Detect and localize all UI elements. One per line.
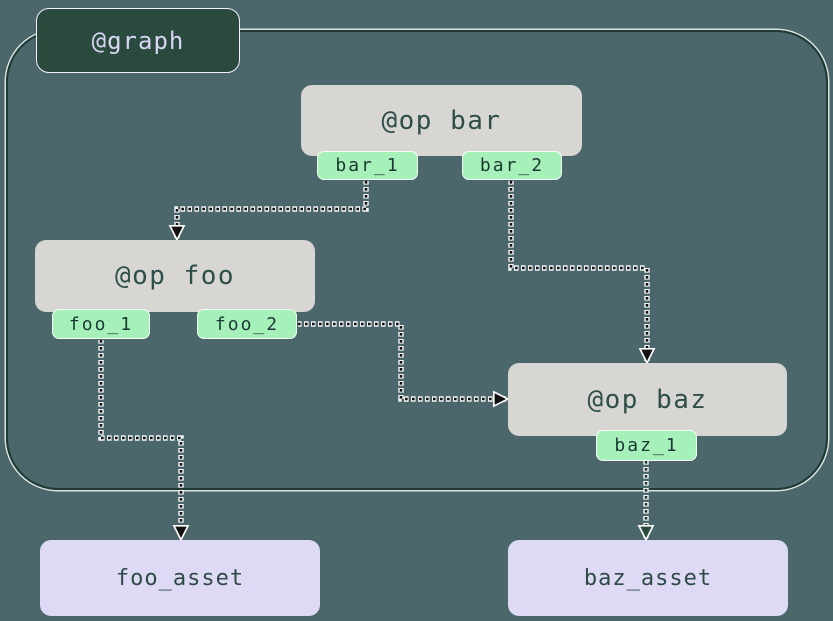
edge-foo-1-to-foo-asset (99, 340, 190, 542)
op-node-foo[interactable]: @op foo (35, 240, 315, 312)
output-tab-foo-1-label: foo_1 (68, 313, 134, 335)
output-tab-bar-1-label: bar_1 (335, 155, 400, 176)
asset-node-foo-asset[interactable]: foo_asset (40, 540, 320, 616)
op-node-baz[interactable]: @op baz (508, 363, 787, 436)
edge-foo-2-to-op-baz (298, 322, 510, 408)
output-tab-baz-1-label: baz_1 (614, 435, 679, 456)
baz-asset-label: baz_asset (583, 565, 713, 591)
op-group-foo: @op foo foo_1 foo_2 (35, 240, 315, 340)
graph-boundary (6, 30, 828, 490)
edge-bar-1-to-op-foo (168, 181, 368, 242)
op-bar-label: @op bar (381, 105, 502, 136)
edge-bar-2-to-op-baz (509, 181, 656, 365)
output-tab-foo-1[interactable]: foo_1 (52, 309, 150, 339)
output-tab-foo-2[interactable]: foo_2 (197, 309, 297, 339)
graph-label-text: @graph (91, 26, 185, 55)
op-foo-label: @op foo (114, 261, 236, 291)
op-group-baz: @op baz baz_1 (508, 363, 787, 463)
output-tab-bar-1[interactable]: bar_1 (317, 151, 418, 180)
asset-node-baz-asset[interactable]: baz_asset (508, 540, 788, 616)
output-tab-bar-2[interactable]: bar_2 (462, 151, 562, 180)
op-node-bar[interactable]: @op bar (301, 85, 582, 156)
output-tab-foo-2-label: foo_2 (214, 313, 280, 335)
output-tab-baz-1[interactable]: baz_1 (596, 430, 697, 461)
op-group-bar: @op bar bar_1 bar_2 (301, 85, 582, 181)
output-tab-bar-2-label: bar_2 (479, 155, 545, 176)
foo-asset-label: foo_asset (115, 565, 245, 591)
graph-node-label[interactable]: @graph (36, 8, 240, 73)
op-baz-label: @op baz (587, 384, 708, 415)
